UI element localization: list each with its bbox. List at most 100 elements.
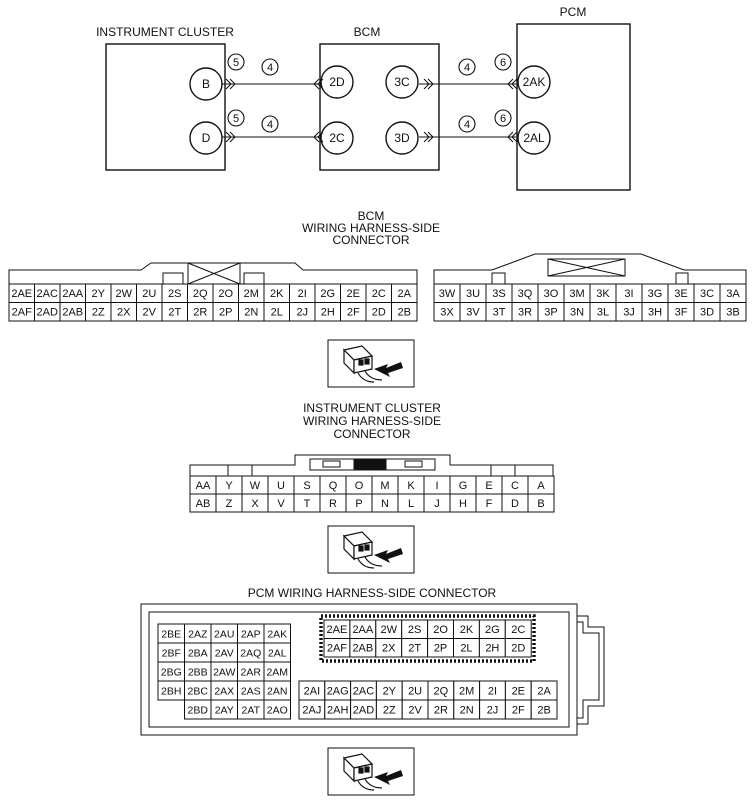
connector-probe-icon bbox=[327, 747, 415, 796]
pin-label: 2P bbox=[434, 643, 447, 655]
ic-connector-housing bbox=[189, 454, 554, 477]
pin-label: H bbox=[459, 498, 467, 510]
pcm-highlight-block-border bbox=[319, 614, 536, 663]
bcm-connector-title-line3: CONNECTOR bbox=[332, 233, 409, 247]
pin-label: 2AN bbox=[267, 686, 287, 698]
pin-label: 2B bbox=[398, 307, 411, 319]
pin-label: D bbox=[511, 498, 519, 510]
ic-connector-title-line2: WIRING HARNESS-SIDE bbox=[303, 414, 441, 428]
ic-housing-outline bbox=[189, 454, 554, 476]
pin-label: 2S bbox=[408, 624, 421, 636]
pin-label: 3P bbox=[544, 307, 557, 319]
callout-4-ic-upper bbox=[261, 58, 279, 76]
pin-label: 2D bbox=[511, 643, 525, 655]
pin-label: 2O bbox=[433, 624, 448, 636]
pin-label: 3W bbox=[439, 288, 456, 300]
pin-label: G bbox=[459, 480, 468, 492]
bcm-connector-right bbox=[433, 253, 747, 285]
bcm-right-latch-b bbox=[547, 258, 626, 277]
ic-connector-title: INSTRUMENT CLUSTER WIRING HARNESS-SIDE C… bbox=[303, 401, 441, 441]
pin-label: 2R bbox=[434, 704, 448, 716]
bcm-title: BCM bbox=[354, 25, 381, 39]
pin-label: 2AZ bbox=[188, 629, 208, 641]
pin-label: 2J bbox=[487, 704, 499, 716]
bcm-pin-2c bbox=[320, 121, 354, 155]
bcm-connector-left bbox=[8, 262, 418, 285]
pin-label: 2A bbox=[398, 288, 412, 300]
pin-label: 2AC bbox=[353, 685, 374, 697]
pin-label: 2W bbox=[116, 288, 133, 300]
pin-label: 2V bbox=[143, 307, 157, 319]
pin-label: 2BA bbox=[188, 648, 208, 660]
pin-label: 2L bbox=[460, 643, 472, 655]
pin-label: 2R bbox=[193, 307, 207, 319]
pin-label: 3N bbox=[570, 307, 584, 319]
pin-label: 2W bbox=[381, 624, 398, 636]
pin-label: 2Y bbox=[92, 288, 106, 300]
pin-label: 2BB bbox=[188, 667, 208, 679]
pin-label: 2N bbox=[460, 704, 474, 716]
pin-label: 2AI bbox=[304, 685, 321, 697]
instrument-cluster-title: INSTRUMENT CLUSTER bbox=[96, 25, 234, 39]
pin-label: 2I bbox=[488, 685, 497, 697]
circuit-diagram bbox=[105, 23, 631, 191]
pin-label: 2AA bbox=[352, 624, 373, 636]
pin-label: 3M bbox=[569, 288, 584, 300]
bcm-connector-title-line1: BCM bbox=[358, 209, 385, 223]
pcm-outer-housing bbox=[140, 603, 578, 736]
bcm-pin-2c-label: 2C bbox=[329, 131, 345, 145]
callout-4-pcm-lower bbox=[458, 115, 476, 133]
pin-label: 3U bbox=[466, 288, 480, 300]
bcm-pin-3c-label: 3C bbox=[394, 75, 410, 89]
bcm-box bbox=[319, 43, 440, 171]
pin-label: 2G bbox=[485, 624, 500, 636]
pin-label: E bbox=[485, 480, 492, 492]
bcm-connector-title: BCM WIRING HARNESS-SIDE CONNECTOR bbox=[302, 209, 440, 247]
pin-label: 3D bbox=[700, 307, 714, 319]
ic-latch-c bbox=[322, 460, 341, 468]
pin-label: 2AB bbox=[62, 307, 83, 319]
pin-label: 2U bbox=[142, 288, 156, 300]
pin-label: V bbox=[277, 498, 285, 510]
pin-label: 2L bbox=[271, 307, 283, 319]
pin-label: 2AE bbox=[11, 288, 32, 300]
pcm-pin-2ak-label: 2AK bbox=[523, 75, 546, 89]
callout-4-ic-upper-label: 4 bbox=[267, 62, 273, 74]
pin-label: J bbox=[434, 498, 440, 510]
pin-label: C bbox=[511, 480, 519, 492]
callout-6-lower-label: 6 bbox=[500, 113, 506, 125]
pin-label: 2BH bbox=[161, 686, 181, 698]
pin-label: 3T bbox=[493, 307, 506, 319]
pin-label: 2AL bbox=[268, 648, 287, 660]
pin-cell bbox=[530, 699, 558, 720]
pin-label: 3F bbox=[675, 307, 688, 319]
callout-5-upper bbox=[227, 53, 245, 71]
pin-label: 2G bbox=[320, 288, 335, 300]
pin-label: 2AD bbox=[37, 307, 58, 319]
pin-label: 2P bbox=[219, 307, 232, 319]
pin-label: 2AR bbox=[241, 667, 262, 679]
pin-label: 2AO bbox=[267, 705, 288, 717]
pcm-pin-2ak bbox=[517, 65, 551, 99]
circuit-labels: INSTRUMENT CLUSTER BCM PCM B D 2D 2C 3C … bbox=[96, 5, 586, 145]
bcm-right-latch-a bbox=[491, 272, 506, 285]
ic-pin-d bbox=[189, 121, 223, 155]
callout-5-lower-label: 5 bbox=[233, 113, 239, 125]
pin-label: 2BE bbox=[161, 629, 181, 641]
pcm-side-tab-inner bbox=[577, 621, 600, 719]
pin-label: 2F bbox=[512, 704, 525, 716]
pin-label: AB bbox=[196, 498, 211, 510]
pin-label: X bbox=[251, 498, 259, 510]
pcm-title: PCM bbox=[560, 5, 587, 19]
pin-label: 3J bbox=[623, 307, 635, 319]
pin-label: 3K bbox=[596, 288, 610, 300]
pin-label: Q bbox=[329, 480, 338, 492]
callout-4-pcm-upper-label: 4 bbox=[464, 62, 470, 74]
pin-label: 2AS bbox=[241, 686, 261, 698]
pin-label: 2AF bbox=[327, 643, 347, 655]
pin-label: 2AE bbox=[327, 624, 348, 636]
ic-latch-a bbox=[227, 464, 253, 477]
